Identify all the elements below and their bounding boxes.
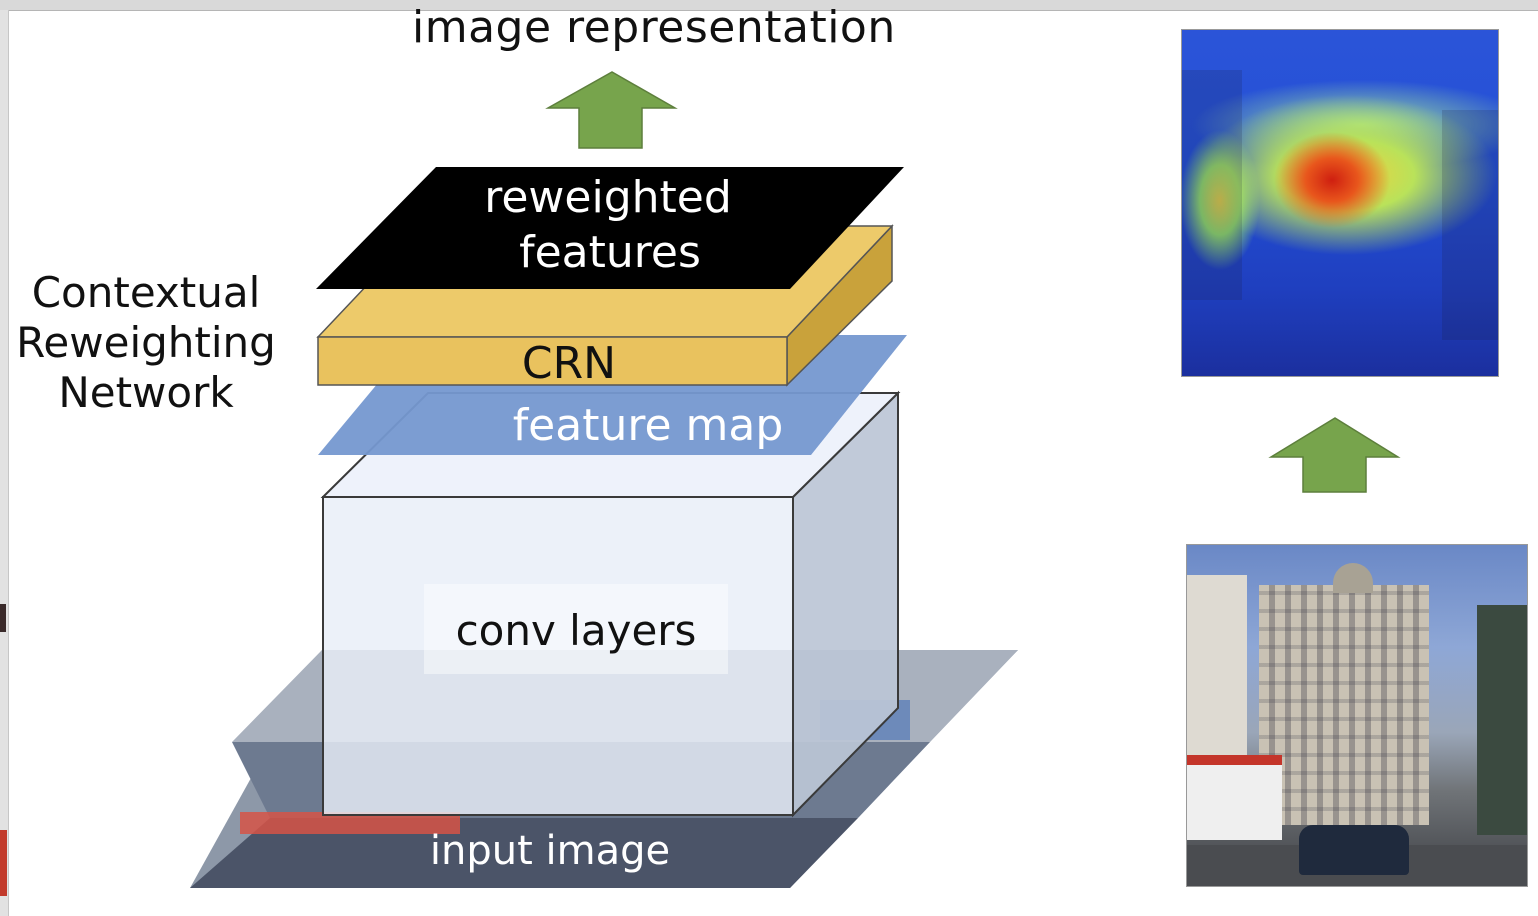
input-image-label: input image	[430, 828, 670, 874]
conv-layers-label: conv layers	[456, 606, 697, 655]
edge-mark	[0, 830, 7, 896]
photo-building-windows	[1259, 585, 1429, 825]
street-scene-image	[1186, 544, 1528, 887]
feature-map-label: feature map	[513, 400, 784, 451]
up-arrow-icon	[1268, 417, 1401, 493]
photo-car	[1299, 825, 1409, 875]
photo-dome	[1333, 563, 1373, 593]
up-arrow-icon	[545, 71, 678, 149]
reweighted-features-plane	[316, 167, 904, 289]
crn-label: CRN	[522, 338, 616, 389]
features-label: features	[519, 227, 701, 278]
window-top-bar	[0, 0, 1538, 11]
edge-mark	[0, 604, 6, 632]
attention-heatmap-image	[1181, 29, 1499, 377]
crn-side-line: Reweighting	[16, 318, 276, 367]
crn-side-line: Network	[58, 368, 234, 417]
photo-bus	[1187, 755, 1282, 840]
image-representation-title: image representation	[412, 2, 896, 53]
photo-building	[1259, 585, 1429, 825]
reweighted-label: reweighted	[484, 172, 732, 223]
heatmap-building-shadow	[1442, 110, 1498, 340]
conv-layers-box	[320, 390, 901, 818]
heatmap-building-shadow	[1182, 70, 1242, 300]
crn-side-line: Contextual	[31, 268, 261, 317]
crn-side-label: Contextual Reweighting Network	[10, 268, 282, 418]
window-left-edge	[0, 10, 9, 916]
photo-kiosk	[1477, 605, 1527, 835]
